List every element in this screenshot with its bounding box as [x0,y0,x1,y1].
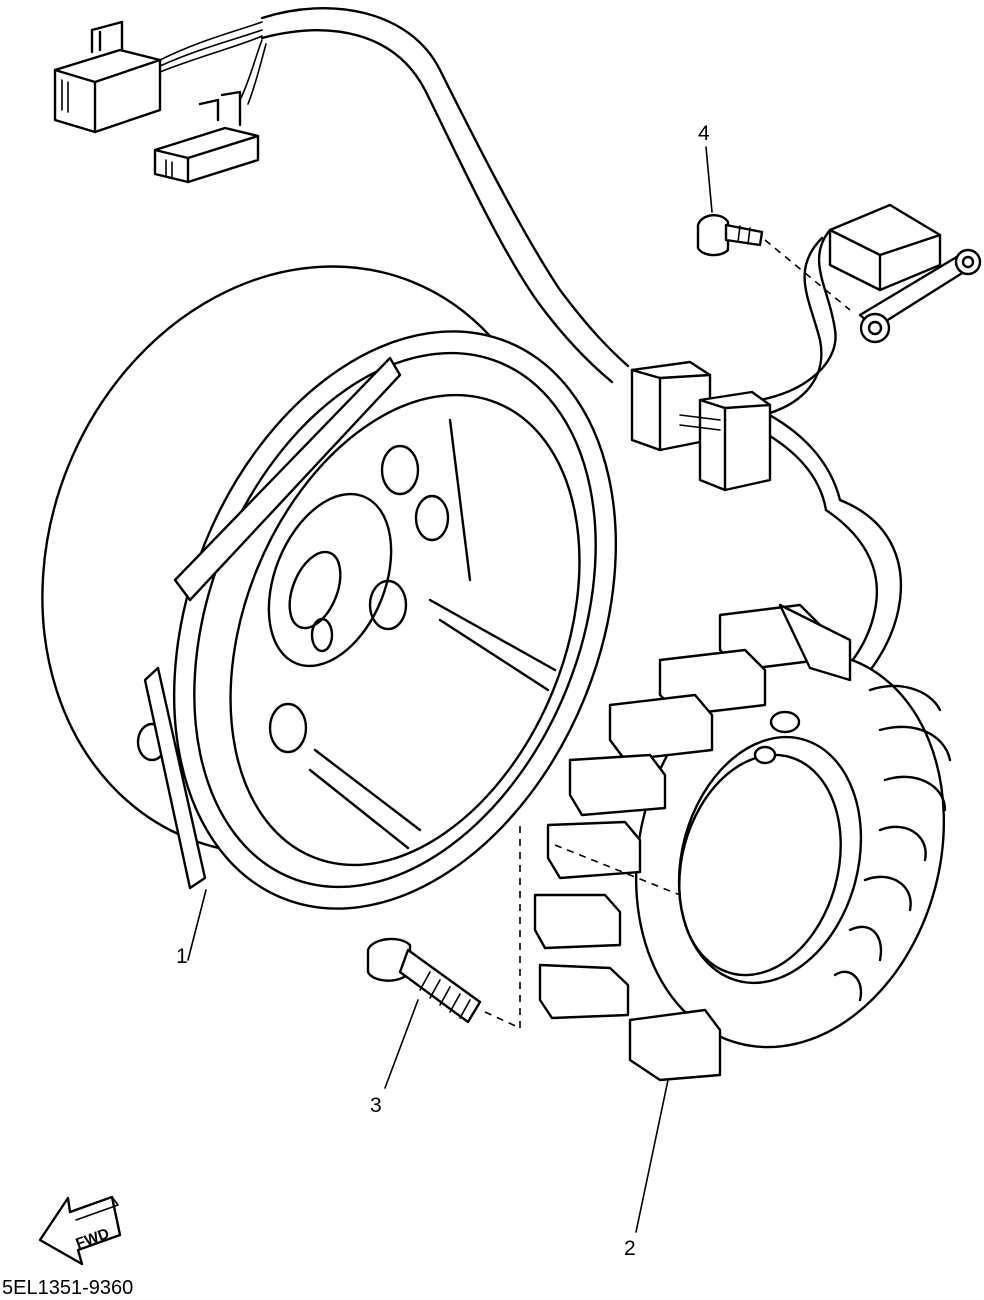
stator-assembly [533,603,952,1082]
stator-bolt [366,825,521,1029]
harness-coupler-pair [630,360,772,492]
callout-part-1: 1 [176,945,188,968]
top-coupler-large [53,20,162,134]
wire-harness [159,7,903,712]
fwd-arrow-icon [38,1195,122,1266]
top-coupler-small [153,90,260,184]
diagram-code: 5EL1351-9360 [2,1277,133,1299]
pickup-screw [696,214,851,311]
leader-lines [187,146,713,1233]
callout-part-4: 4 [698,122,710,145]
flywheel-rotor [41,265,618,910]
callout-part-3: 3 [370,1094,382,1117]
callout-part-2: 2 [624,1237,636,1260]
pickup-coil [828,203,982,344]
